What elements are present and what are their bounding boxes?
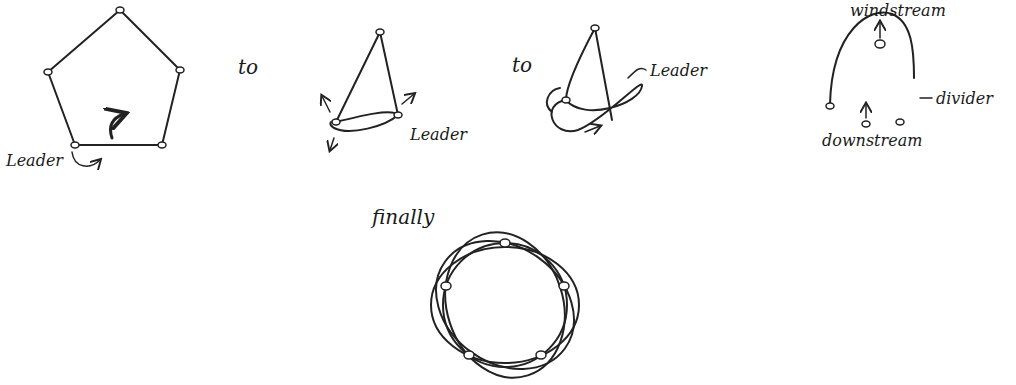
leader-line	[628, 68, 646, 78]
arrow	[72, 152, 100, 166]
loop	[547, 88, 560, 112]
handwritten-label: Leader	[6, 152, 63, 170]
handwritten-label: downstream	[822, 132, 922, 150]
pentagon	[48, 10, 180, 145]
handwritten-label: windstream	[850, 2, 946, 20]
handwritten-label: divider	[936, 90, 993, 108]
loop	[427, 217, 583, 385]
handwritten-label: to	[238, 56, 258, 78]
arrow	[322, 96, 330, 112]
loop	[551, 85, 642, 132]
handwritten-label: to	[512, 54, 532, 76]
arrow	[879, 22, 881, 38]
arrow	[330, 138, 334, 150]
handwritten-label: finally	[372, 206, 434, 228]
loop	[431, 247, 579, 363]
loop	[330, 112, 398, 131]
handwritten-label: Leader	[650, 62, 707, 80]
arch	[830, 13, 914, 104]
loop	[411, 215, 599, 385]
triangle	[336, 32, 398, 122]
arrow	[585, 126, 600, 132]
handwritten-label: Leader	[410, 126, 467, 144]
arrow	[111, 114, 125, 138]
leader-line	[920, 97, 932, 99]
arrow	[402, 94, 414, 104]
arrow	[865, 104, 867, 118]
